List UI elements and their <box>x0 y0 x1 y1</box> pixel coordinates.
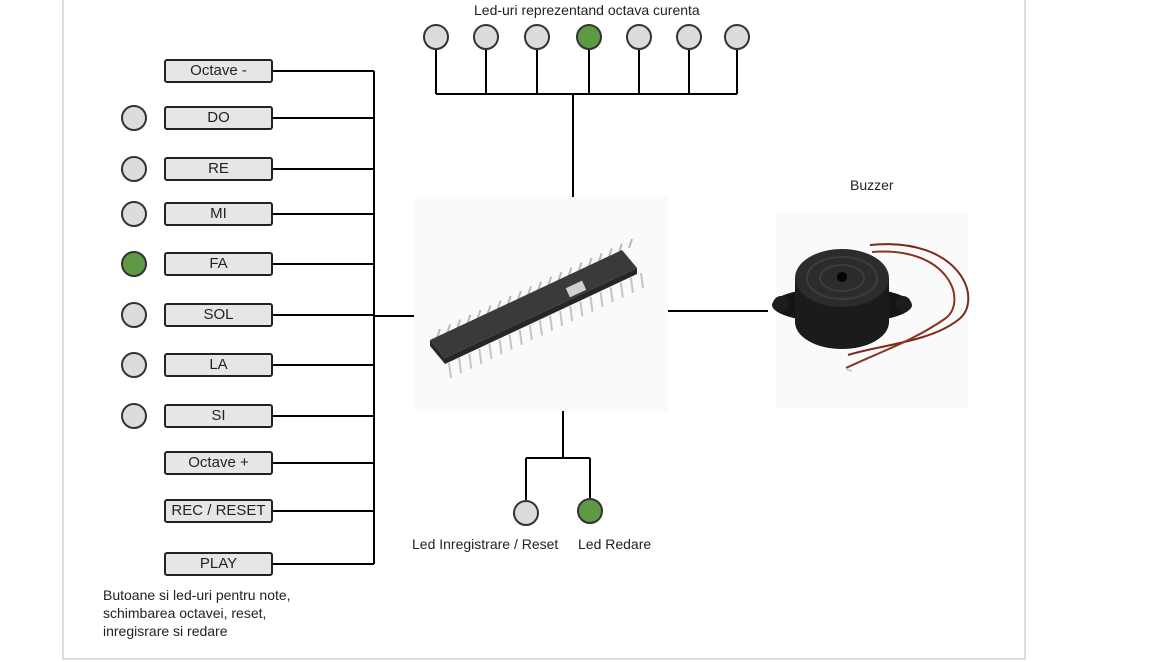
record-led-label: Led Inregistrare / Reset <box>412 536 559 552</box>
record-led <box>513 500 539 526</box>
button-fa[interactable]: FA <box>164 252 273 276</box>
button-play[interactable]: PLAY <box>164 552 273 576</box>
button-octave[interactable]: Octave + <box>164 451 273 475</box>
note-led <box>121 403 147 429</box>
note-led <box>121 105 147 131</box>
octave-led <box>724 24 750 50</box>
button-re[interactable]: RE <box>164 157 273 181</box>
button-si[interactable]: SI <box>164 404 273 428</box>
octave-led <box>576 24 602 50</box>
note-led <box>121 201 147 227</box>
buzzer-image <box>772 212 970 408</box>
button-sol[interactable]: SOL <box>164 303 273 327</box>
note-led <box>121 302 147 328</box>
microcontroller-chip <box>414 197 668 411</box>
octave-led <box>473 24 499 50</box>
buttons-caption: Butoane si led-uri pentru note, schimbar… <box>103 587 291 639</box>
buzzer-label: Buzzer <box>850 177 894 193</box>
button-do[interactable]: DO <box>164 106 273 130</box>
octave-led <box>524 24 550 50</box>
playback-led <box>577 498 603 524</box>
button-rec-reset[interactable]: REC / RESET <box>164 499 273 523</box>
playback-led-label: Led Redare <box>578 536 652 552</box>
octave-leds-label: Led-uri reprezentand octava curenta <box>474 2 700 18</box>
button-la[interactable]: LA <box>164 353 273 377</box>
note-led <box>121 251 147 277</box>
note-led <box>121 156 147 182</box>
octave-led <box>423 24 449 50</box>
button-octave[interactable]: Octave - <box>164 59 273 83</box>
octave-led <box>626 24 652 50</box>
octave-led <box>676 24 702 50</box>
note-led <box>121 352 147 378</box>
diagram-frame <box>62 0 1026 660</box>
button-mi[interactable]: MI <box>164 202 273 226</box>
